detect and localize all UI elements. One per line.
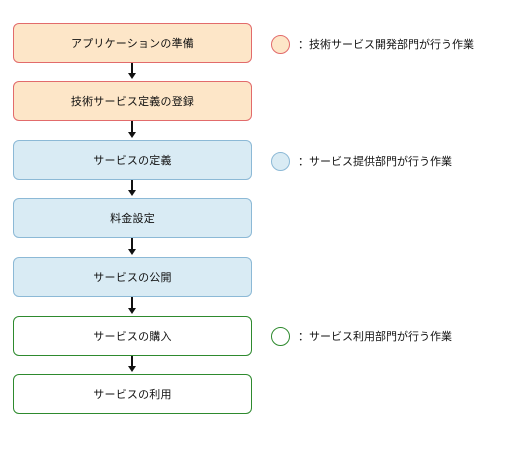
legend-item-user: ：サービス利用部門が行う作業	[271, 325, 452, 347]
arrow-down-icon	[128, 249, 136, 255]
step-label: サービスの定義	[93, 154, 172, 167]
arrow-line-2	[131, 121, 133, 132]
step-use-service: サービスの利用	[13, 374, 252, 414]
arrow-down-icon	[128, 132, 136, 138]
legend-item-prov: ：サービス提供部門が行う作業	[271, 150, 452, 172]
step-label: サービスの公開	[93, 271, 172, 284]
step-prepare-application: アプリケーションの準備	[13, 23, 252, 63]
step-label: サービスの利用	[93, 388, 172, 401]
legend-label-dev: ：技術サービス開発部門が行う作業	[298, 38, 474, 51]
arrow-down-icon	[128, 73, 136, 79]
arrow-line-5	[131, 297, 133, 308]
step-label: 技術サービス定義の登録	[70, 95, 195, 108]
arrow-down-icon	[128, 190, 136, 196]
legend-item-dev: ：技術サービス開発部門が行う作業	[271, 33, 474, 55]
arrow-line-6	[131, 356, 133, 366]
arrow-down-icon	[128, 366, 136, 372]
legend-label-user: ：サービス利用部門が行う作業	[298, 330, 452, 343]
step-register-tech-service: 技術サービス定義の登録	[13, 81, 252, 121]
step-define-service: サービスの定義	[13, 140, 252, 180]
legend-swatch-prov	[271, 151, 290, 171]
step-price-setting: 料金設定	[13, 198, 252, 238]
legend-swatch-user	[271, 326, 290, 346]
arrow-line-4	[131, 238, 133, 249]
legend-label-prov: ：サービス提供部門が行う作業	[298, 155, 452, 168]
step-label: アプリケーションの準備	[71, 37, 194, 50]
step-label: サービスの購入	[93, 330, 172, 343]
arrow-line-1	[131, 63, 133, 73]
arrow-down-icon	[128, 308, 136, 314]
arrow-line-3	[131, 180, 133, 190]
legend-swatch-dev	[271, 34, 290, 54]
step-purchase-service: サービスの購入	[13, 316, 252, 356]
step-label: 料金設定	[110, 212, 155, 225]
step-publish-service: サービスの公開	[13, 257, 252, 297]
